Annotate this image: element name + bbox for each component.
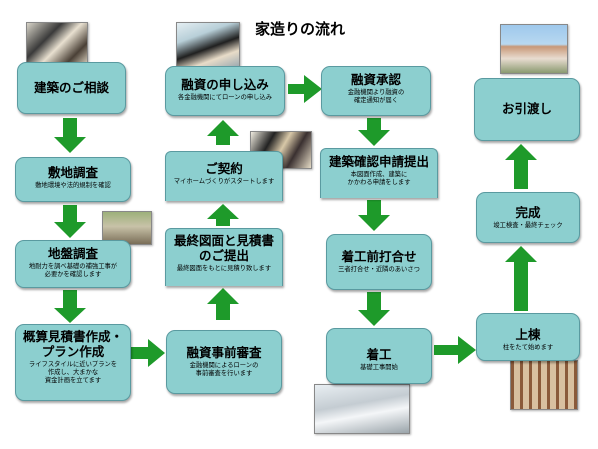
arrow-8-9 [288,75,322,103]
step-loan-prescreen: 融資事前審査 金融機関によるローンの 事前審査を行います [166,330,282,394]
step-desc: 地耐力を調べ基礎の補強工事が 必要かを確認します [28,263,118,278]
step-construction-start: 着工 基礎工事開始 [326,328,432,384]
step-title: 完成 [515,205,541,220]
step-desc: ライフスタイルに近いプランを 作成し、大まかな 資金計画を立てます [28,361,118,384]
arrow-13-14 [505,246,537,311]
step-title: 概算見積書作成・ プラン作成 [22,329,123,359]
arrow-3-4 [54,290,86,323]
step-final-drawings: 最終図面と見積書 のご提出 最終図面をもとに見積り致します [165,228,283,286]
arrow-6-7 [207,204,239,226]
step-desc: マイホームづくりがスタートします [173,178,275,185]
arrow-14-15 [505,144,537,189]
arrow-9-10 [358,118,390,146]
step-framework-raising: 上棟 柱をたて始めます [476,313,580,361]
step-building-confirmation: 建築確認申請提出 本図面作成、建築に かかわる申請をします [320,148,438,198]
survey-photo [102,211,152,245]
step-desc: 金融機関によるローンの 事前審査を行います [189,362,259,377]
step-site-survey: 敷地調査 敷地環境や法的規制を確認 [15,157,131,202]
step-desc: 竣工検査・最終チェック [493,222,563,229]
step-completion: 完成 竣工検査・最終チェック [476,192,580,243]
step-title: 着工 [366,347,392,362]
step-desc: 敷地環境や法的規制を確認 [35,182,111,189]
frame-photo [510,360,578,410]
arrow-11-12 [358,292,390,326]
arrow-7-8 [207,120,239,145]
step-title: 着工前打合せ [341,249,417,264]
house-photo [500,24,568,74]
step-title: 建築のご相談 [33,80,109,95]
step-desc: 本図面作成、建築に かかわる申請をします [347,171,411,186]
step-desc: 三者打合せ・近隣のあいさつ [338,266,420,273]
step-estimate-plan: 概算見積書作成・ プラン作成 ライフスタイルに近いプランを 作成し、大まかな 資… [15,324,131,401]
arrow-10-11 [358,200,390,231]
step-title: 融資事前審査 [186,345,262,360]
foundation-photo [314,384,410,434]
step-title: 融資の申し込み [181,77,269,92]
step-consultation: 建築のご相談 [17,62,126,114]
step-desc: 柱をたて始めます [502,344,554,351]
step-title: 敷地調査 [47,165,98,180]
page-title: 家造りの流れ [255,20,346,38]
step-desc: 金融機関より融資の 確定通知が届く [347,89,405,104]
step-title: 建築確認申請提出 [328,154,429,169]
step-loan-approval: 融資承認 金融機関より融資の 確定通知が届く [321,66,431,116]
arrow-5-6 [207,288,239,320]
arrow-12-13 [434,336,476,364]
step-title: お引渡し [501,101,552,116]
step-handover: お引渡し [474,78,580,141]
step-pre-construction-meeting: 着工前打合せ 三者打合せ・近隣のあいさつ [326,234,432,290]
step-contract: ご契約 マイホームづくりがスタートします [165,151,283,201]
step-desc: 最終図面をもとに見積り致します [176,265,272,272]
step-title: 地盤調査 [47,246,98,261]
step-title: ご契約 [205,161,243,176]
step-title: 上棟 [515,327,541,342]
step-title: 融資承認 [350,72,401,87]
step-ground-survey: 地盤調査 地耐力を調べ基礎の補強工事が 必要かを確認します [15,240,131,288]
step-loan-application: 融資の申し込み 各金融機関にてローンの申し込み [165,66,285,116]
arrow-1-2 [54,118,86,153]
arrow-2-3 [54,205,86,238]
step-title: 最終図面と見積書 のご提出 [173,233,274,263]
step-desc: 基礎工事開始 [360,364,398,371]
arrow-4-5 [128,339,165,367]
step-desc: 各金融機関にてローンの申し込み [177,94,273,101]
